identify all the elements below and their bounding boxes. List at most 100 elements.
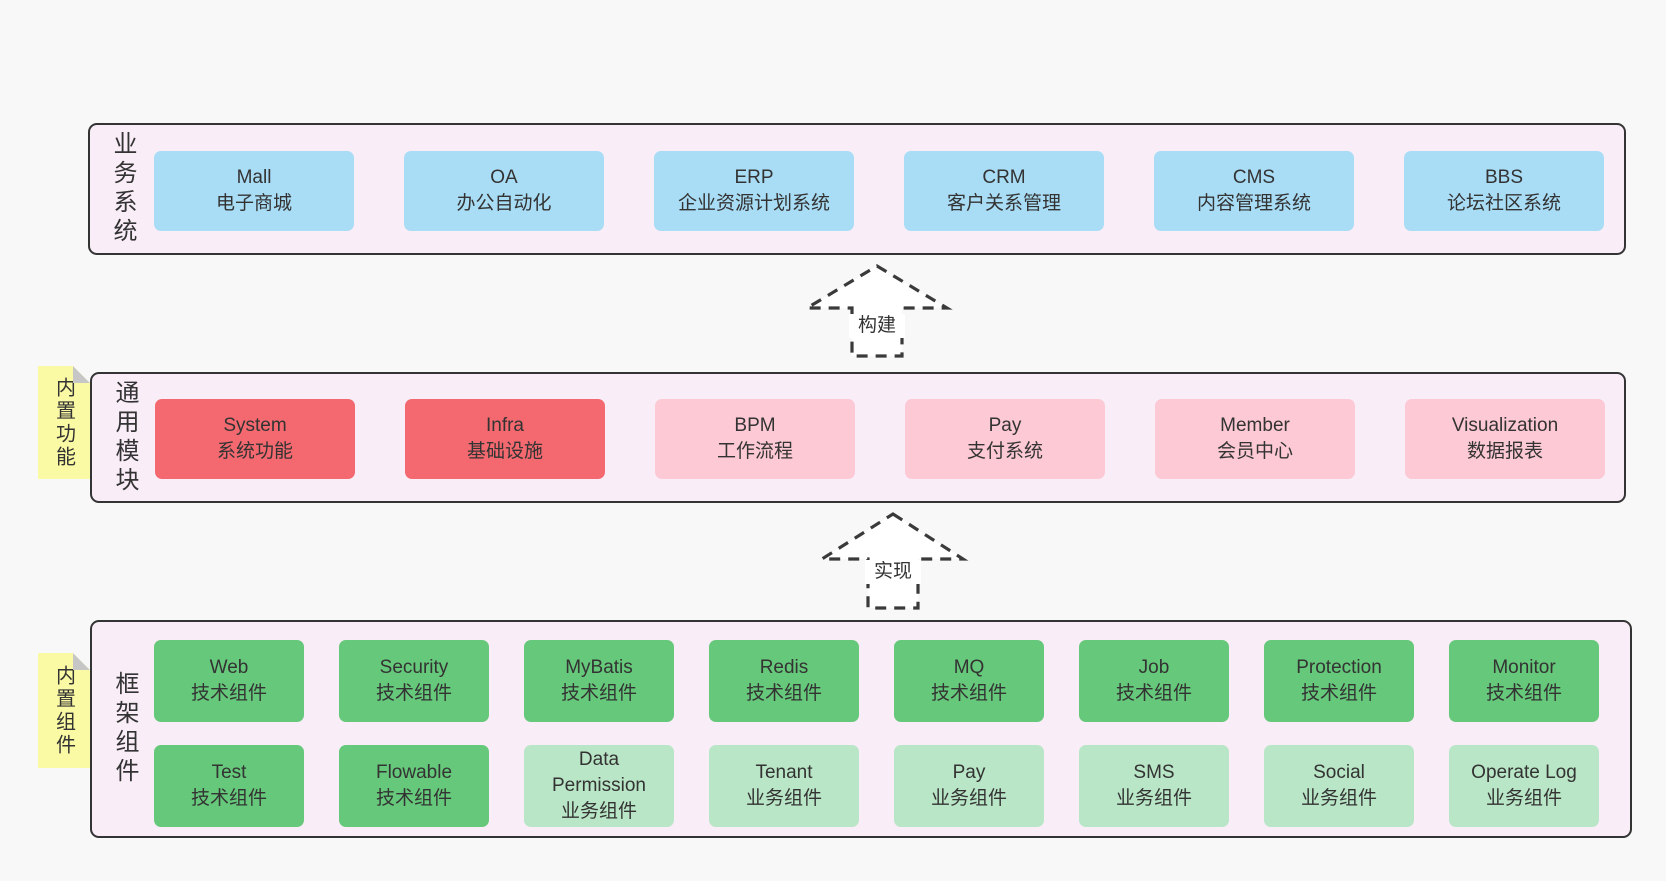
box-title: Protection — [1296, 656, 1382, 678]
box-title: BBS — [1484, 166, 1524, 188]
box-subtitle: 基础设施 — [466, 441, 543, 462]
box-subtitle: 业务组件 — [560, 801, 637, 823]
box-job: Job 技术组件 — [1079, 640, 1229, 722]
box-subtitle: 企业资源计划系统 — [677, 193, 830, 214]
builtin-components-sticky: 内置组件 — [38, 653, 90, 768]
box-data-permission: Data Permission 业务组件 — [524, 745, 674, 827]
box-subtitle: 技术组件 — [375, 788, 452, 809]
box-system: System 系统功能 — [155, 399, 355, 479]
box-subtitle: 业务组件 — [745, 788, 822, 809]
box-title: Data Permission — [552, 748, 646, 796]
box-subtitle: 支付系统 — [966, 441, 1043, 462]
box-title: Infra — [485, 414, 525, 436]
box-title: Job — [1138, 656, 1170, 678]
box-title: Mall — [236, 166, 272, 188]
box-bbs: BBS 论坛社区系统 — [1404, 151, 1604, 231]
box-title: Pay — [988, 414, 1022, 436]
box-crm: CRM 客户关系管理 — [904, 151, 1104, 231]
builtin-components-sticky-label: 内置组件 — [52, 664, 75, 757]
box-subtitle: 技术组件 — [930, 683, 1007, 704]
box-operate-log: Operate Log 业务组件 — [1449, 745, 1599, 827]
build-arrow-label: 构建 — [849, 314, 905, 338]
box-title: SMS — [1133, 761, 1175, 783]
box-subtitle: 技术组件 — [375, 683, 452, 704]
box-title: MQ — [953, 656, 985, 678]
box-mq: MQ 技术组件 — [894, 640, 1044, 722]
box-subtitle: 业务组件 — [1485, 788, 1562, 809]
box-title: Visualization — [1451, 414, 1559, 436]
box-subtitle: 技术组件 — [1300, 683, 1377, 704]
box-tenant: Tenant 业务组件 — [709, 745, 859, 827]
box-subtitle: 办公自动化 — [456, 193, 552, 214]
box-flowable: Flowable 技术组件 — [339, 745, 489, 827]
box-member: Member 会员中心 — [1155, 399, 1355, 479]
framework-components-row-2: Test 技术组件 Flowable 技术组件 Data Permission … — [154, 745, 1599, 827]
box-subtitle: 数据报表 — [1466, 441, 1543, 462]
implement-arrow-label: 实现 — [865, 560, 921, 584]
box-erp: ERP 企业资源计划系统 — [654, 151, 854, 231]
box-monitor: Monitor 技术组件 — [1449, 640, 1599, 722]
box-title: Web — [209, 656, 249, 678]
box-title: Redis — [759, 656, 809, 678]
box-subtitle: 技术组件 — [560, 683, 637, 704]
common-modules-label: 通用模块 — [111, 379, 138, 496]
box-pay-module: Pay 支付系统 — [905, 399, 1105, 479]
framework-components-label: 框架组件 — [111, 671, 138, 787]
framework-components-row-1: Web 技术组件 Security 技术组件 MyBatis 技术组件 Redi… — [154, 640, 1599, 722]
box-title: System — [223, 414, 287, 436]
box-title: CRM — [982, 166, 1026, 188]
common-modules-row: System 系统功能 Infra 基础设施 BPM 工作流程 Pay 支付系统… — [155, 399, 1605, 479]
box-oa: OA 办公自动化 — [404, 151, 604, 231]
box-subtitle: 系统功能 — [216, 441, 293, 462]
box-subtitle: 技术组件 — [1115, 683, 1192, 704]
box-title: Tenant — [755, 761, 813, 783]
box-test: Test 技术组件 — [154, 745, 304, 827]
box-title: Test — [211, 761, 247, 783]
box-cms: CMS 内容管理系统 — [1154, 151, 1354, 231]
box-title: Flowable — [375, 761, 453, 783]
box-title: MyBatis — [565, 656, 633, 678]
box-subtitle: 技术组件 — [745, 683, 822, 704]
box-title: Social — [1313, 761, 1365, 783]
box-subtitle: 工作流程 — [716, 441, 793, 462]
box-pay-component: Pay 业务组件 — [894, 745, 1044, 827]
box-subtitle: 论坛社区系统 — [1446, 193, 1561, 214]
box-title: Security — [379, 656, 449, 678]
box-subtitle: 技术组件 — [190, 683, 267, 704]
box-subtitle: 客户关系管理 — [946, 193, 1061, 214]
box-web: Web 技术组件 — [154, 640, 304, 722]
build-arrow-icon — [801, 264, 953, 358]
business-systems-label: 业务系统 — [109, 131, 136, 247]
box-social: Social 业务组件 — [1264, 745, 1414, 827]
box-bpm: BPM 工作流程 — [655, 399, 855, 479]
box-mybatis: MyBatis 技术组件 — [524, 640, 674, 722]
builtin-functions-sticky: 内置功能 — [38, 366, 90, 479]
box-subtitle: 技术组件 — [190, 788, 267, 809]
implement-arrow-icon — [816, 512, 969, 610]
box-title: OA — [490, 166, 518, 188]
framework-components-container: 框架组件 Web 技术组件 Security 技术组件 MyBatis 技术组件… — [90, 620, 1632, 838]
box-security: Security 技术组件 — [339, 640, 489, 722]
box-title: Member — [1220, 414, 1290, 436]
box-subtitle: 业务组件 — [1115, 788, 1192, 809]
box-title: Monitor — [1492, 656, 1556, 678]
sticky-fold-corner-icon — [73, 653, 90, 670]
box-infra: Infra 基础设施 — [405, 399, 605, 479]
business-systems-row: Mall 电子商城 OA 办公自动化 ERP 企业资源计划系统 CRM 客户关系… — [154, 151, 1604, 231]
builtin-functions-sticky-label: 内置功能 — [52, 376, 75, 469]
box-subtitle: 会员中心 — [1216, 441, 1293, 462]
box-subtitle: 内容管理系统 — [1196, 193, 1311, 214]
box-title: Operate Log — [1471, 761, 1577, 783]
box-subtitle: 业务组件 — [930, 788, 1007, 809]
box-subtitle: 技术组件 — [1485, 683, 1562, 704]
box-visualization: Visualization 数据报表 — [1405, 399, 1605, 479]
box-title: Pay — [952, 761, 986, 783]
sticky-fold-corner-icon — [73, 366, 90, 383]
box-subtitle: 电子商城 — [215, 193, 292, 214]
box-subtitle: 业务组件 — [1300, 788, 1377, 809]
box-sms: SMS 业务组件 — [1079, 745, 1229, 827]
business-systems-container: 业务系统 Mall 电子商城 OA 办公自动化 ERP 企业资源计划系统 CRM… — [88, 123, 1626, 255]
box-title: ERP — [734, 166, 774, 188]
box-title: BPM — [734, 414, 776, 436]
box-mall: Mall 电子商城 — [154, 151, 354, 231]
